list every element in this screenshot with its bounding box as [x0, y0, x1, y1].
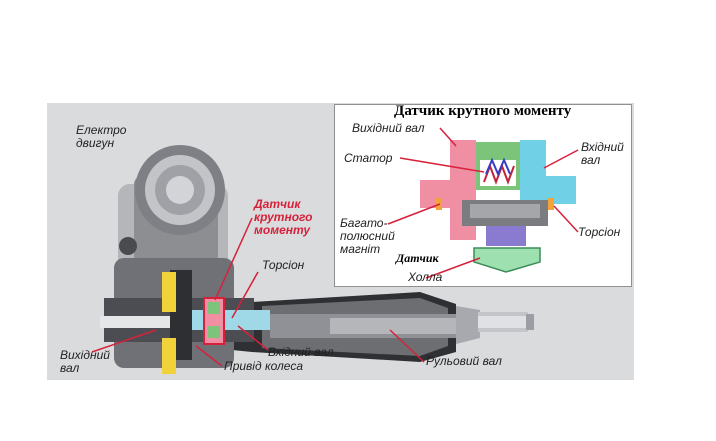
label-torque-sensor: Датчик крутного моменту [254, 198, 312, 237]
label-hall-line1: Датчик [396, 251, 439, 265]
label-motor-line1: Електро [76, 123, 127, 137]
label-stator: Статор [344, 151, 393, 165]
label-motor-line2: двигун [76, 136, 115, 150]
label-torsion-inset: Торсіон [578, 225, 621, 239]
label-wheel-drive: Привід колеса [224, 359, 303, 373]
label-torque-sensor-line2: крутного [254, 210, 313, 224]
label-torque-sensor-line1: Датчик [254, 197, 301, 211]
steering-column [232, 292, 534, 362]
label-input-shaft-main: Вхідний вал [268, 345, 334, 359]
label-output-shaft-main: Вихідний вал [60, 349, 110, 375]
leader-lines-main [91, 217, 425, 367]
label-inset-input-shaft: Вхідний вал [581, 141, 624, 167]
torque-sensor-cross-section [420, 140, 576, 273]
gearbox [100, 258, 270, 374]
label-torsion-main: Торсіон [262, 258, 305, 272]
label-hall-line2: Холла [408, 270, 443, 284]
inset-title: Датчик крутного моменту [394, 103, 572, 119]
label-motor: Електро двигун [76, 124, 126, 150]
label-inset-output-shaft: Вихідний вал [352, 121, 425, 135]
label-multipole-line2: полюсний [340, 229, 395, 243]
leader-lines-inset [387, 127, 579, 279]
label-multipole-magnet: Багато- полюсний магніт [340, 217, 395, 256]
label-output-shaft-main-line1: Вихідний [60, 348, 110, 362]
label-multipole-line3: магніт [340, 242, 381, 256]
electric-motor [118, 145, 228, 282]
label-torque-sensor-line3: моменту [254, 223, 311, 237]
label-steering-shaft: Рульовий вал [426, 354, 502, 368]
label-multipole-line1: Багато- [340, 216, 388, 230]
label-inset-input-shaft-line1: Вхідний [581, 140, 624, 154]
label-output-shaft-main-line2: вал [60, 361, 80, 375]
label-inset-input-shaft-line2: вал [581, 153, 601, 167]
